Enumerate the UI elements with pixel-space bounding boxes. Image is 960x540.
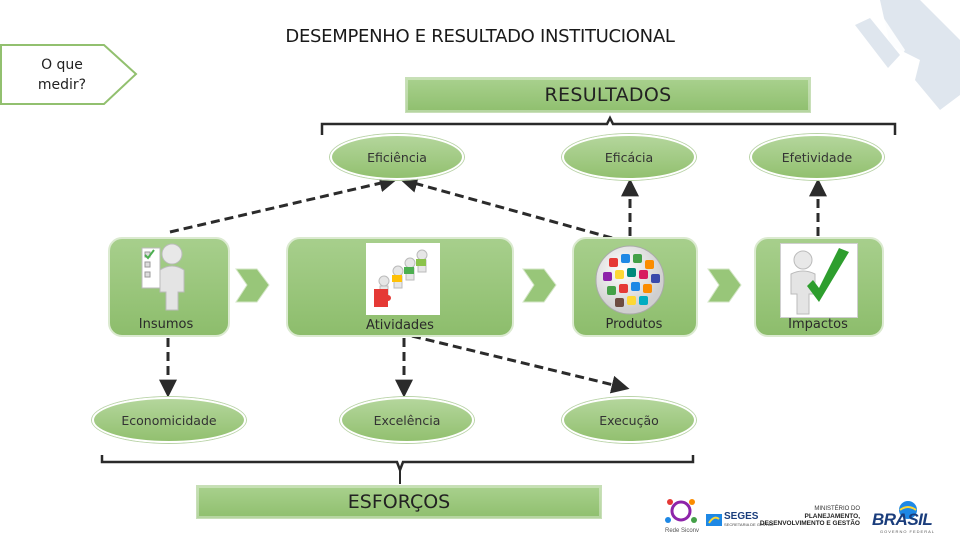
stage-label-produtos: Produtos (605, 317, 663, 332)
ellipse-efetividade: Efetividade (750, 134, 884, 180)
seges-sub-label: SECRETARIA DE GESTÃO (724, 522, 774, 527)
ministerio-line-3: DESENVOLVIMENTO E GESTÃO (759, 520, 860, 527)
chevron-arrow-2 (522, 268, 557, 303)
checklist-person-icon (141, 243, 185, 311)
brasil-sub-label: GOVERNO FEDERAL (880, 529, 936, 534)
stage-label-atividades: Atividades (366, 318, 434, 333)
stage-label-insumos: Insumos (138, 317, 194, 332)
esforcos-label: ESFORÇOS (347, 491, 451, 513)
seges-icon (706, 513, 722, 526)
top-bracket (320, 115, 897, 135)
brasil-logo: BRASIL GOVERNO FEDERAL (868, 500, 946, 536)
person-checkmark-icon (790, 248, 849, 315)
watermark-logo (840, 0, 960, 110)
chevron-arrow-1 (235, 268, 270, 303)
ellipse-economicidade: Economicidade (92, 397, 246, 443)
brasil-globe-icon (899, 501, 917, 519)
chevron-arrow-3 (707, 268, 742, 303)
resultados-label: RESULTADOS (544, 84, 672, 106)
rede-siconv-label: Rede Siconv (664, 528, 700, 534)
ellipse-excelencia: Excelência (340, 397, 474, 443)
resultados-box: RESULTADOS (405, 77, 811, 113)
rede-siconv-logo (665, 499, 697, 523)
activities-image (366, 243, 440, 315)
esforcos-box: ESFORÇOS (196, 485, 602, 519)
page-title: DESEMPENHO E RESULTADO INSTITUCIONAL (285, 26, 675, 47)
ellipse-eficacia: Eficácia (562, 134, 696, 180)
app-globe-icon (595, 245, 665, 315)
teamwork-puzzle-icon (374, 249, 428, 307)
seges-logo: SEGES SECRETARIA DE GESTÃO (706, 512, 774, 527)
stage-label-impactos: Impactos (788, 317, 848, 332)
ministerio-line-2: PLANEJAMENTO, (804, 513, 861, 520)
ellipse-eficiencia: Eficiência (330, 134, 464, 180)
bottom-bracket (100, 455, 695, 474)
ellipse-execucao: Execução (562, 397, 696, 443)
brasil-wordmark: BRASIL (872, 510, 933, 529)
ministerio-logo: MINISTÉRIO DO PLANEJAMENTO, DESENVOLVIME… (756, 506, 860, 527)
ministerio-line-1: MINISTÉRIO DO (814, 506, 860, 512)
impact-image (780, 243, 858, 318)
question-tab-shape (0, 44, 138, 105)
seges-label: SEGES (724, 511, 759, 522)
